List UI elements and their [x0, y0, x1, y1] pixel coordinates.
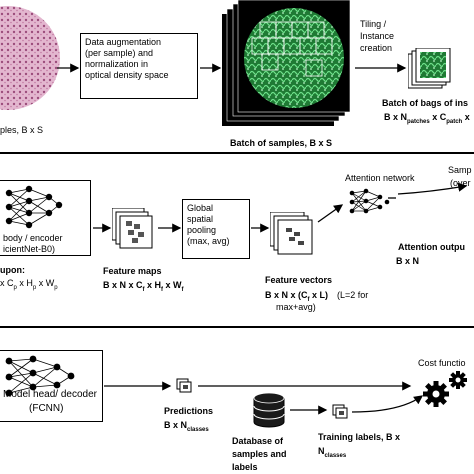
pooling-line-4: (max, avg) — [187, 236, 230, 246]
decoder-label-2: (FCNN) — [29, 403, 64, 414]
tiling-label-3: creation — [360, 43, 393, 53]
training-labels-label: Training labels, B x — [318, 432, 401, 442]
feature-vectors-note-1: (L=2 for — [337, 290, 369, 300]
upon-dims: x Cp x Hp x Wp — [0, 278, 58, 291]
attention-output-label: Attention outpu — [398, 242, 465, 252]
feature-maps-image — [112, 208, 153, 249]
database-label-3: labels — [232, 462, 258, 472]
attention-output-dims: B x N — [396, 256, 420, 266]
upon-label: upon: — [0, 265, 25, 275]
histology-samples-label: ples, B x S — [0, 125, 44, 135]
database-label-2: samples and — [232, 449, 287, 459]
predictions-icon — [176, 378, 192, 393]
augment-line-4: optical density space — [85, 70, 169, 80]
decoder-network-icon — [5, 355, 75, 397]
sample-label-1: Samp — [448, 165, 472, 175]
feature-vectors-dims: B x N x (Cf x L) — [265, 290, 329, 303]
database-label-1: Database of — [232, 436, 284, 446]
batch-of-samples-image — [222, 0, 351, 126]
bags-label: Batch of bags of ins — [382, 98, 469, 108]
tiling-label-1: Tiling / — [360, 19, 387, 29]
feature-vectors-image — [270, 212, 313, 255]
attention-network-icon — [349, 188, 390, 214]
gears-icon — [423, 371, 467, 407]
tiling-label-2: Instance — [360, 31, 395, 41]
cost-function-label: Cost functio — [418, 358, 466, 368]
separator-2 — [0, 326, 474, 328]
bags-dims: B x Npatches x Cpatch x — [384, 112, 470, 125]
bag-of-instances-image — [408, 48, 451, 89]
pooling-line-1: Global — [187, 203, 214, 213]
attention-network-label: Attention network — [345, 173, 415, 183]
decoder-label-1: Model head/ decoder — [3, 389, 97, 400]
batch-label: Batch of samples, B x S — [230, 138, 333, 148]
augment-line-1: Data augmentation — [85, 37, 162, 47]
histology-sample-image — [0, 6, 60, 110]
training-labels-icon — [332, 404, 348, 419]
augmentation-box: Data augmentation (per sample) and norma… — [80, 33, 198, 99]
decoder-box: Model head/ decoder (FCNN) — [0, 350, 103, 422]
neural-network-icon — [5, 185, 63, 229]
augment-line-2: (per sample) and — [85, 48, 154, 58]
encoder-label-2: icientNet-B0) — [3, 244, 56, 254]
augment-line-3: normalization in — [85, 59, 149, 69]
predictions-label: Predictions — [164, 406, 214, 416]
feature-vectors-note-2: max+avg) — [276, 302, 316, 312]
feature-vectors-label: Feature vectors — [265, 275, 333, 285]
pooling-box: Global spatial pooling (max, avg) — [182, 199, 250, 259]
database-icon — [253, 392, 285, 428]
training-labels-dims: Nclasses — [318, 446, 347, 459]
feature-maps-dims: B x N x Cf x Hf x Wf — [103, 280, 184, 293]
encoder-box: body / encoder icientNet-B0) — [0, 180, 91, 256]
separator-1 — [0, 152, 474, 154]
predictions-dims: B x Nclasses — [164, 420, 209, 433]
sample-label-2: (over — [450, 178, 471, 188]
encoder-label-1: body / encoder — [3, 233, 63, 243]
feature-maps-label: Feature maps — [103, 266, 162, 276]
pooling-line-2: spatial — [187, 214, 214, 224]
pooling-line-3: pooling — [187, 225, 217, 235]
